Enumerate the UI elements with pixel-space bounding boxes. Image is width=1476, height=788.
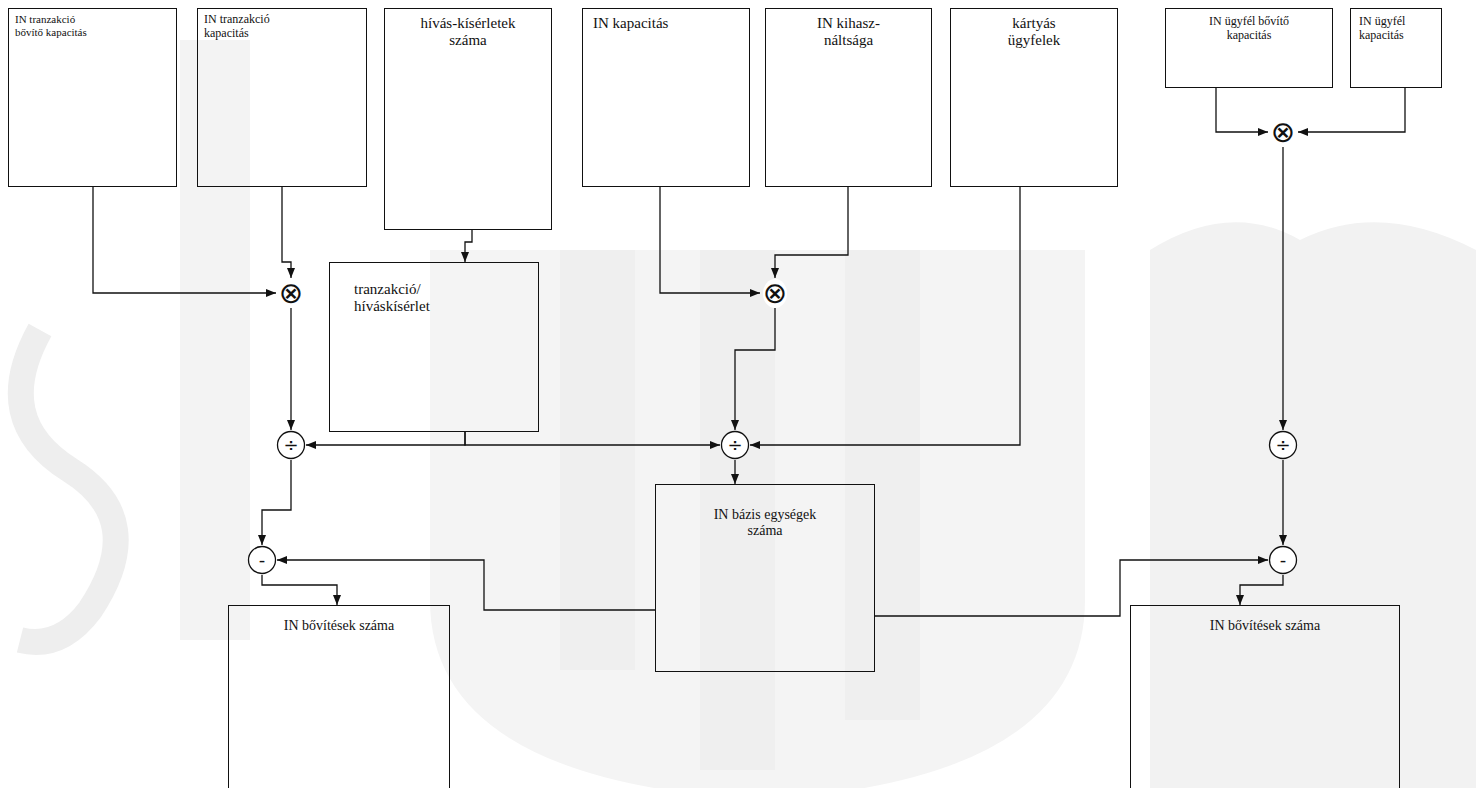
- box-label: IN ügyfél bővítő kapacitás: [1197, 15, 1301, 43]
- connector-arrow: [1216, 88, 1268, 132]
- watermark-crown: [1150, 222, 1476, 788]
- box-label: IN bővítések száma: [239, 618, 439, 634]
- connector-arrow: [750, 187, 1020, 445]
- connector-arrow: [262, 575, 337, 605]
- connector-arrow: [875, 560, 1268, 616]
- connector-arrow: [306, 432, 465, 445]
- box-label: IN tranzakció kapacitás: [204, 13, 294, 41]
- box-label: IN bázis egységek száma: [713, 507, 817, 539]
- box-label: hívás-kísérletek száma: [409, 15, 527, 50]
- connector-arrow: [1298, 88, 1405, 132]
- operator-circle: ÷: [276, 430, 306, 460]
- watermark-curve: [20, 330, 116, 642]
- watermark-stripe: [560, 250, 635, 670]
- operator-symbol: ÷: [283, 436, 298, 454]
- operator-symbol: ÷: [1275, 436, 1290, 454]
- box-label: tranzakció/ híváskísérlet: [354, 281, 454, 316]
- connector-arrow: [775, 187, 848, 278]
- operator-symbol: ⊗: [1271, 118, 1295, 147]
- operator-ring: [1270, 547, 1297, 574]
- process-box: IN kihasz- náltsága: [765, 8, 932, 187]
- watermark-shield: [430, 250, 1085, 788]
- connector-arrow: [262, 460, 291, 545]
- connector-arrow: [660, 187, 760, 293]
- operator-circle: -: [1268, 545, 1298, 575]
- connector-arrow: [465, 432, 720, 445]
- process-box: hívás-kísérletek száma: [384, 8, 552, 230]
- operator-ring: [1270, 432, 1297, 459]
- connector-arrow: [93, 187, 276, 293]
- box-label: IN bővítések száma: [1145, 618, 1385, 634]
- connector-arrow: [465, 230, 472, 262]
- connector-arrow: [735, 308, 775, 430]
- operator-symbol: -: [1280, 551, 1287, 569]
- operator-ring: [278, 432, 305, 459]
- connector-arrow: [734, 460, 735, 484]
- operator-circle: ÷: [720, 430, 750, 460]
- operator-symbol: ÷: [727, 436, 742, 454]
- box-label: IN kapacitás: [593, 15, 739, 32]
- connector-arrow: [1240, 575, 1283, 605]
- watermark-shapes: [20, 40, 1476, 788]
- process-box: IN kapacitás: [582, 8, 750, 187]
- operator-circle: ⊗: [1268, 117, 1298, 147]
- watermark-stripe: [845, 250, 920, 720]
- box-label: IN kihasz- náltsága: [809, 15, 889, 50]
- watermark-band: [180, 40, 250, 640]
- operator-circle: -: [247, 545, 277, 575]
- process-box: tranzakció/ híváskísérlet: [329, 262, 539, 432]
- operator-symbol: ⊗: [763, 279, 787, 308]
- process-box: IN bázis egységek száma: [655, 484, 875, 672]
- box-label: IN tranzakció bővítő kapacitás: [15, 13, 99, 38]
- process-box: IN bővítések száma: [1130, 605, 1400, 788]
- operator-ring: [249, 547, 276, 574]
- operator-ring: [722, 432, 749, 459]
- connector-arrow: [1282, 147, 1283, 430]
- connector-arrow: [290, 308, 291, 430]
- operator-circle: ⊗: [760, 278, 790, 308]
- operator-circle: ÷: [1268, 430, 1298, 460]
- operator-symbol: -: [259, 551, 266, 569]
- process-box: IN tranzakció bővítő kapacitás: [8, 8, 177, 187]
- process-box: IN ügyfél bővítő kapacitás: [1165, 8, 1333, 88]
- connector-arrow: [282, 187, 291, 278]
- operator-symbol: ⊗: [279, 279, 303, 308]
- process-box: IN tranzakció kapacitás: [197, 8, 367, 187]
- connector-arrow: [1282, 460, 1283, 545]
- process-box: IN ügyfél kapacitás: [1350, 8, 1442, 88]
- process-box: kártyás ügyfelek: [950, 8, 1118, 187]
- process-box: IN bővítések száma: [228, 605, 450, 788]
- box-label: IN ügyfél kapacitás: [1359, 15, 1433, 43]
- box-label: kártyás ügyfelek: [994, 15, 1074, 50]
- operator-circle: ⊗: [276, 278, 306, 308]
